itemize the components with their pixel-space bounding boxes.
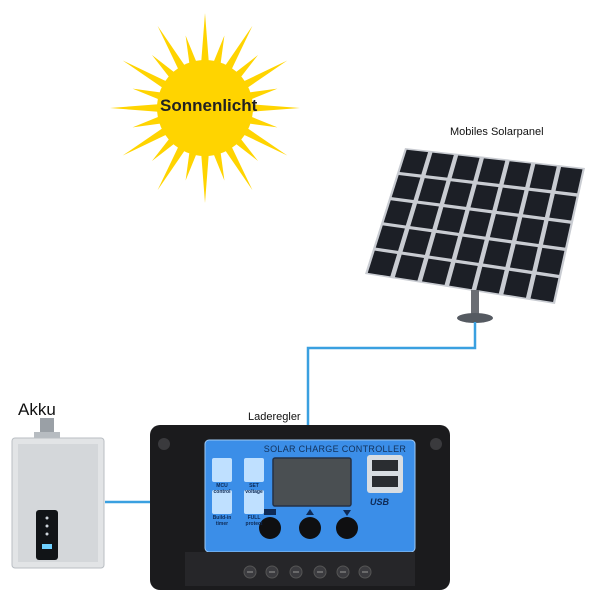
panel-to-controller-wire [306, 322, 477, 430]
button-right[interactable] [336, 517, 358, 539]
full-protect-label: FULL protect [245, 515, 263, 527]
sun-label: Sonnenlicht [160, 96, 258, 115]
sun-icon [110, 13, 300, 203]
battery-label: Akku [18, 400, 56, 419]
button-left[interactable] [259, 517, 281, 539]
solar-panel-label: Mobiles Solarpanel [450, 126, 544, 138]
controller-title: SOLAR CHARGE CONTROLLER [263, 444, 407, 454]
charge-controller [150, 425, 450, 590]
set-voltage-label: SET voltage [245, 483, 263, 495]
battery-akku [11, 418, 105, 569]
mcu-control-label: MCU control [213, 483, 231, 495]
timer-label: Build-in timer [212, 515, 232, 527]
button-middle[interactable] [299, 517, 321, 539]
usb-label: USB [370, 497, 390, 507]
controller-label: Laderegler [248, 411, 301, 423]
solar-panel [365, 148, 585, 323]
